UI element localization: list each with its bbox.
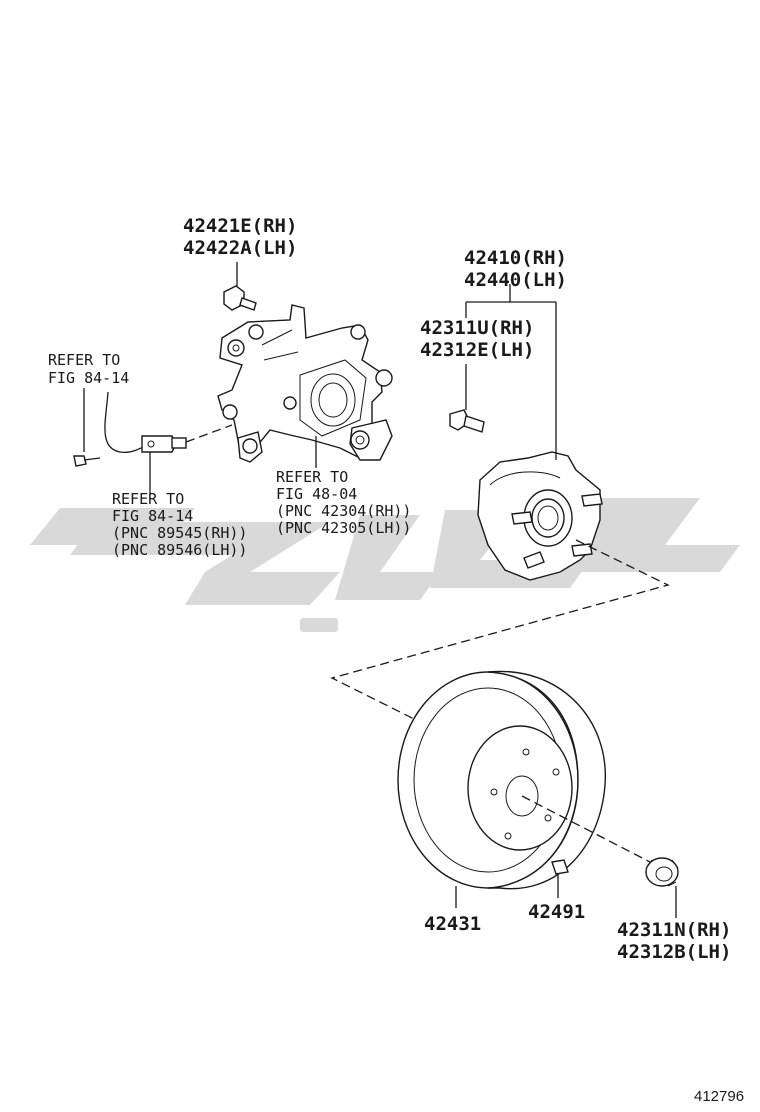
sensor-ref-pnc-line1: REFER TO xyxy=(112,490,184,508)
knuckle-bolt-label-rh: 42421E(RH) xyxy=(183,215,297,237)
knuckle-ref-line1: REFER TO xyxy=(276,468,348,486)
sensor-ref-line1: REFER TO xyxy=(48,351,120,369)
disc-icon xyxy=(397,670,606,890)
figure-number: 412796 xyxy=(694,1088,744,1105)
sensor-ref-pnc-line2: FIG 84-14 xyxy=(112,507,193,525)
bolt-icon xyxy=(449,409,485,433)
knuckle-icon xyxy=(217,304,393,463)
hub-bolt-label-rh: 42311U(RH) xyxy=(420,317,534,339)
hub-nut-label-rh: 42311N(RH) xyxy=(617,919,731,941)
hub-assembly-label-rh: 42410(RH) xyxy=(464,247,567,269)
hub-nut-label-lh: 42312B(LH) xyxy=(617,941,731,963)
plug-label: 42491 xyxy=(528,901,585,923)
knuckle-ref-line4: (PNC 42305(LH)) xyxy=(276,519,411,537)
sensor-ref-line2: FIG 84-14 xyxy=(48,369,129,387)
knuckle-ref-line3: (PNC 42304(RH)) xyxy=(276,502,411,520)
disc-label: 42431 xyxy=(424,913,481,935)
bolt-icon xyxy=(223,285,257,311)
knuckle-bolt-label-lh: 42422A(LH) xyxy=(183,237,297,259)
bolt-icon xyxy=(551,859,569,875)
hub-bolt-label-lh: 42312E(LH) xyxy=(420,339,534,361)
hub-icon xyxy=(477,451,603,581)
sensor-ref-pnc-line3: (PNC 89545(RH)) xyxy=(112,524,247,542)
hub-assembly-label-lh: 42440(LH) xyxy=(464,269,567,291)
nut-icon xyxy=(645,857,679,887)
sensor-ref-pnc-line4: (PNC 89546(LH)) xyxy=(112,541,247,559)
sensor-icon xyxy=(73,391,187,467)
knuckle-ref-line2: FIG 48-04 xyxy=(276,485,357,503)
